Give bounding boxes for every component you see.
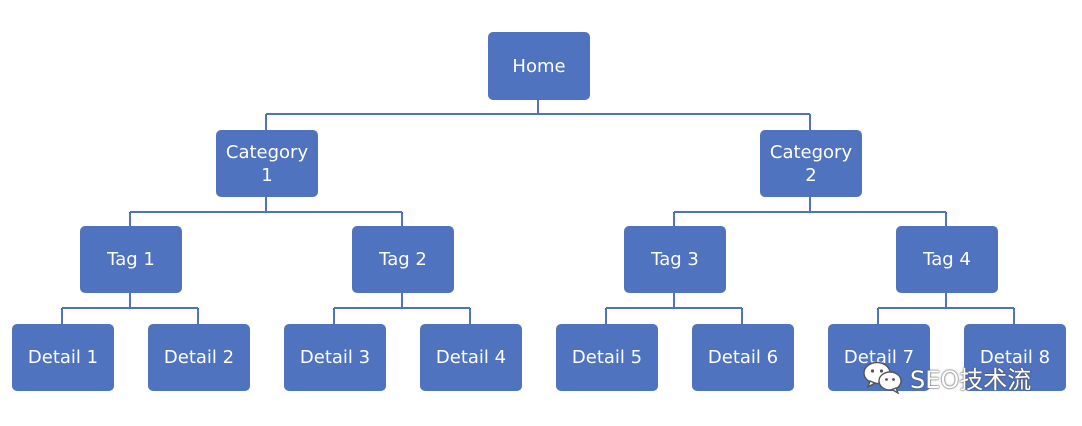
watermark: SEO技术流	[862, 360, 1031, 394]
node-detail-2-label: Detail 2	[163, 347, 235, 368]
wechat-icon	[863, 361, 902, 394]
node-detail-7-label: Detail 7	[843, 347, 915, 368]
node-detail-1: Detail 1	[12, 324, 114, 391]
node-detail-7: Detail 7	[828, 324, 930, 391]
node-category-2-label: Category 2	[769, 141, 853, 186]
node-tag-4-label: Tag 4	[923, 249, 971, 270]
node-detail-8: Detail 8	[964, 324, 1066, 391]
node-detail-5-label: Detail 5	[571, 347, 643, 368]
node-home: Home	[488, 32, 590, 100]
node-detail-4-label: Detail 4	[435, 347, 507, 368]
node-detail-6: Detail 6	[692, 324, 794, 391]
node-detail-3-label: Detail 3	[299, 347, 371, 368]
node-detail-2: Detail 2	[148, 324, 250, 391]
node-home-label: Home	[512, 55, 566, 77]
node-tag-2: Tag 2	[352, 226, 454, 293]
watermark-text: SEO技术流	[910, 365, 1032, 394]
node-detail-4: Detail 4	[420, 324, 522, 391]
node-category-2: Category 2	[760, 130, 862, 197]
node-tag-2-label: Tag 2	[379, 249, 427, 270]
node-tag-3: Tag 3	[624, 226, 726, 293]
node-category-1: Category 1	[216, 130, 318, 197]
node-tag-1-label: Tag 1	[107, 249, 155, 270]
node-category-1-label: Category 1	[225, 141, 309, 186]
node-tag-4: Tag 4	[896, 226, 998, 293]
node-detail-1-label: Detail 1	[27, 347, 99, 368]
node-detail-8-label: Detail 8	[979, 347, 1051, 368]
node-detail-3: Detail 3	[284, 324, 386, 391]
node-detail-5: Detail 5	[556, 324, 658, 391]
node-tag-1: Tag 1	[80, 226, 182, 293]
node-detail-6-label: Detail 6	[707, 347, 779, 368]
node-tag-3-label: Tag 3	[651, 249, 699, 270]
